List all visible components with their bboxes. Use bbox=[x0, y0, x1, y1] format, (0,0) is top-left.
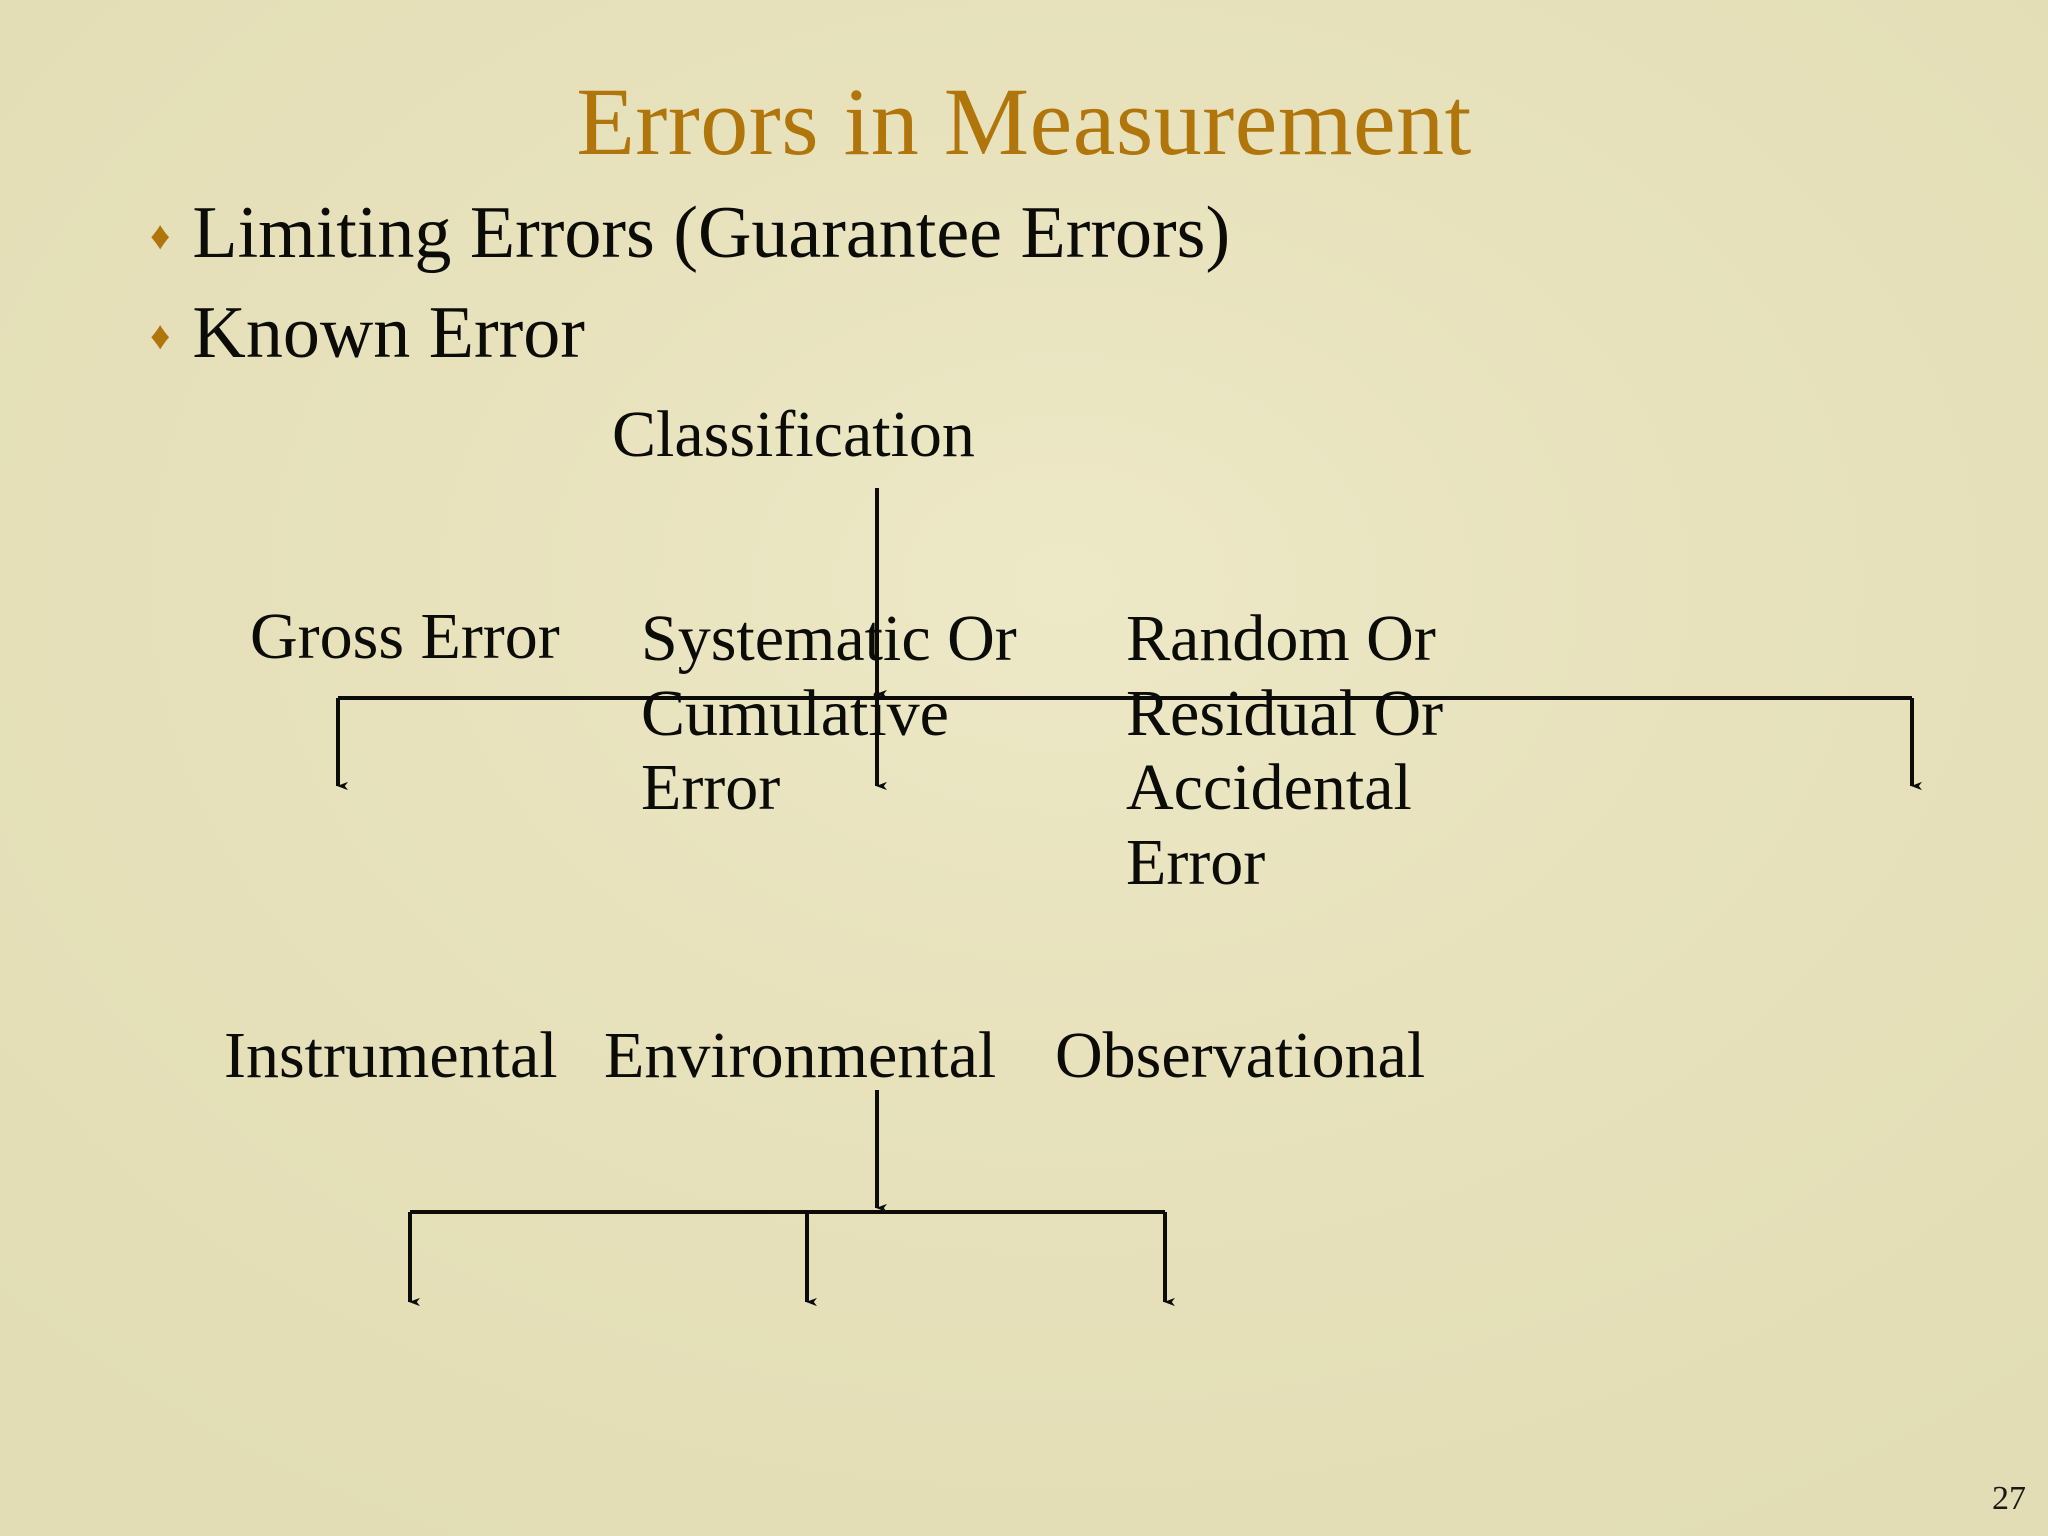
tree-node-environmental: Environmental bbox=[604, 1019, 997, 1092]
tree-node-systematic-error: Systematic Or Cumulative Error bbox=[641, 602, 1017, 825]
tree-node-classification: Classification bbox=[612, 398, 975, 471]
tree-node-instrumental: Instrumental bbox=[224, 1019, 558, 1092]
bullet-item-label: Known Error bbox=[192, 292, 585, 374]
connector-systematic-to-bar bbox=[410, 1090, 1165, 1214]
page-number: 27 bbox=[1992, 1480, 2026, 1517]
bullet-item-limiting-errors: ♦ Limiting Errors (Guarantee Errors) bbox=[150, 196, 1230, 270]
page-title: Errors in Measurement bbox=[576, 68, 1472, 175]
bullet-item-label: Limiting Errors (Guarantee Errors) bbox=[192, 192, 1231, 274]
tree-node-random-error: Random Or Residual Or Accidental Error bbox=[1126, 602, 1444, 899]
diamond-bullet-icon: ♦ bbox=[150, 213, 171, 258]
tree-node-gross-error: Gross Error bbox=[250, 600, 560, 673]
diamond-bullet-icon: ♦ bbox=[150, 313, 171, 358]
tree-node-observational: Observational bbox=[1055, 1019, 1426, 1092]
bullet-item-known-error: ♦ Known Error bbox=[150, 296, 585, 370]
